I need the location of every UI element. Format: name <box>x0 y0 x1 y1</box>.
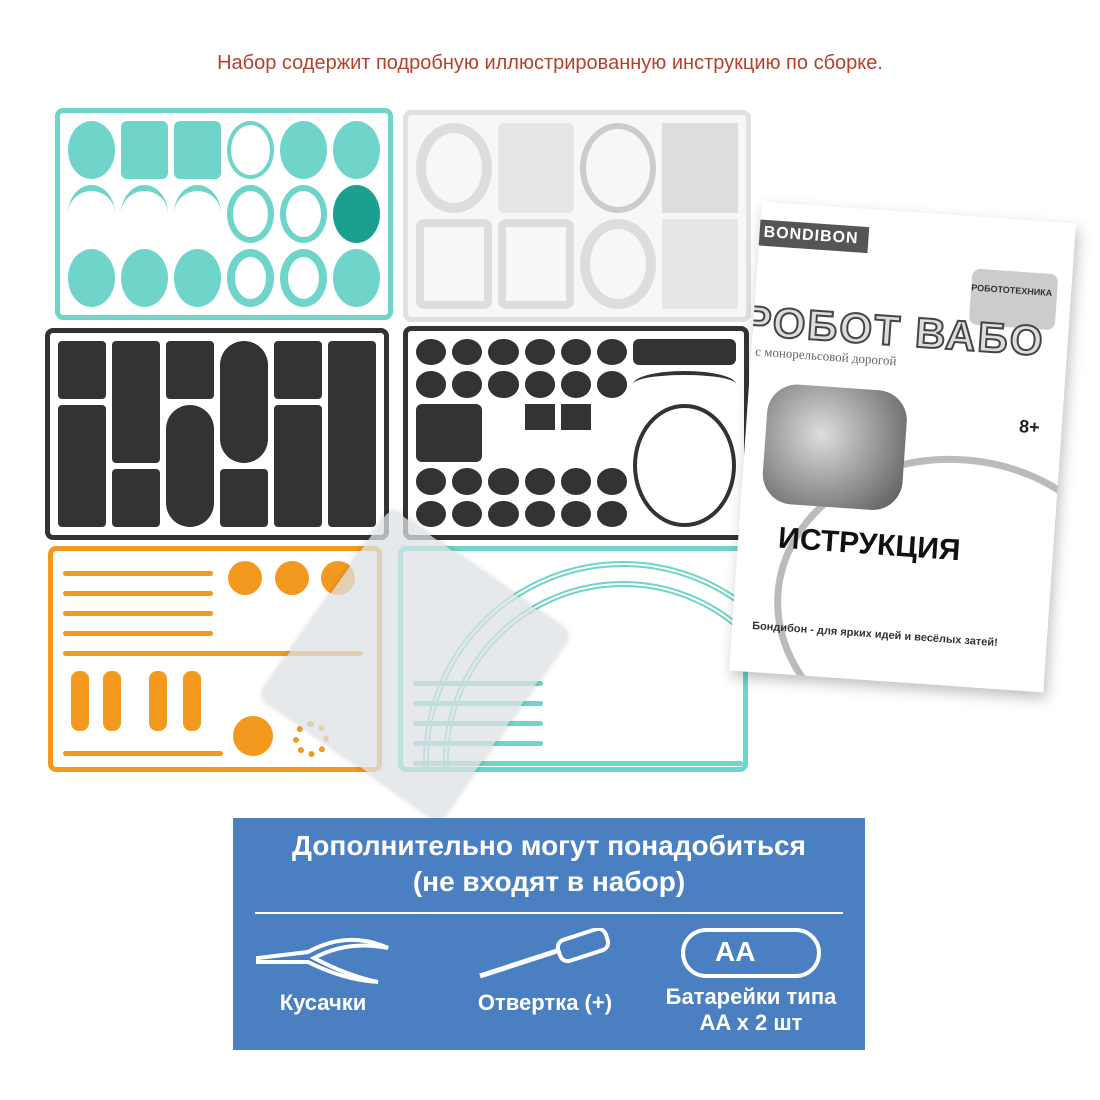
screwdriver-icon <box>455 928 635 984</box>
robot-image <box>760 382 909 513</box>
battery-label-line2: AA x 2 шт <box>699 1010 803 1035</box>
extra-tools-panel: Дополнительно могут понадобиться (не вход… <box>233 818 865 1050</box>
brand-logo: BONDIBON <box>752 219 870 254</box>
battery-type-badge: AA <box>715 936 756 967</box>
black-parts-sprue <box>45 328 389 540</box>
battery-icon: AA <box>681 928 821 978</box>
white-parts-sprue <box>403 110 751 322</box>
tool-item-screwdriver: Отвертка (+) <box>455 928 635 1016</box>
instruction-booklet: BONDIBON РОБОТОТЕХНИКА РОБОТ ВАБО с моно… <box>728 201 1077 693</box>
screwdriver-label: Отвертка (+) <box>477 990 613 1015</box>
black-small-parts-sprue <box>403 326 749 540</box>
age-badge: 8+ <box>1018 416 1041 438</box>
divider <box>255 912 843 914</box>
panel-title-line2: (не входят в набор) <box>412 866 686 897</box>
header-text: Набор содержит подробную иллюстрированну… <box>217 52 883 74</box>
pliers-icon <box>233 928 413 984</box>
panel-title-line1: Дополнительно могут понадобиться <box>292 830 806 861</box>
teal-parts-sprue <box>55 108 393 320</box>
pliers-label: Кусачки <box>279 990 367 1015</box>
battery-label-line1: Батарейки типа <box>665 984 837 1009</box>
tool-item-pliers: Кусачки <box>233 928 413 1016</box>
